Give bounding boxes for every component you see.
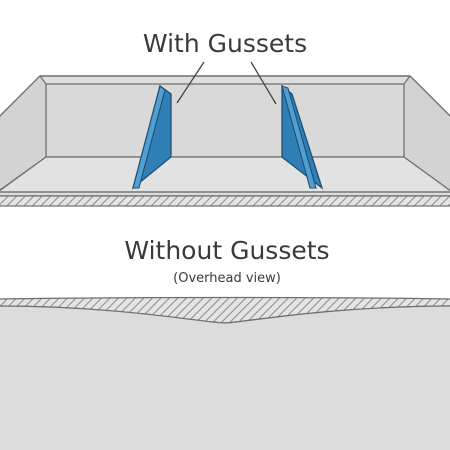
tray-left-wall xyxy=(0,75,47,191)
label-with-gussets: With Gussets xyxy=(143,29,307,58)
tray-with-gussets xyxy=(0,61,450,207)
gusset-right-icon xyxy=(281,84,324,190)
tray-floor xyxy=(0,156,450,193)
label-without-gussets: Without Gussets xyxy=(124,236,329,265)
leader-line-right xyxy=(250,61,277,105)
leader-line-left xyxy=(176,61,205,104)
gusset-left-icon xyxy=(131,84,172,190)
label-overhead-view: (Overhead view) xyxy=(173,271,281,286)
tray-body-overhead xyxy=(0,305,450,450)
tray-base-section xyxy=(0,195,450,207)
tray-without-gussets xyxy=(0,296,450,450)
tray-back-wall xyxy=(45,83,405,158)
